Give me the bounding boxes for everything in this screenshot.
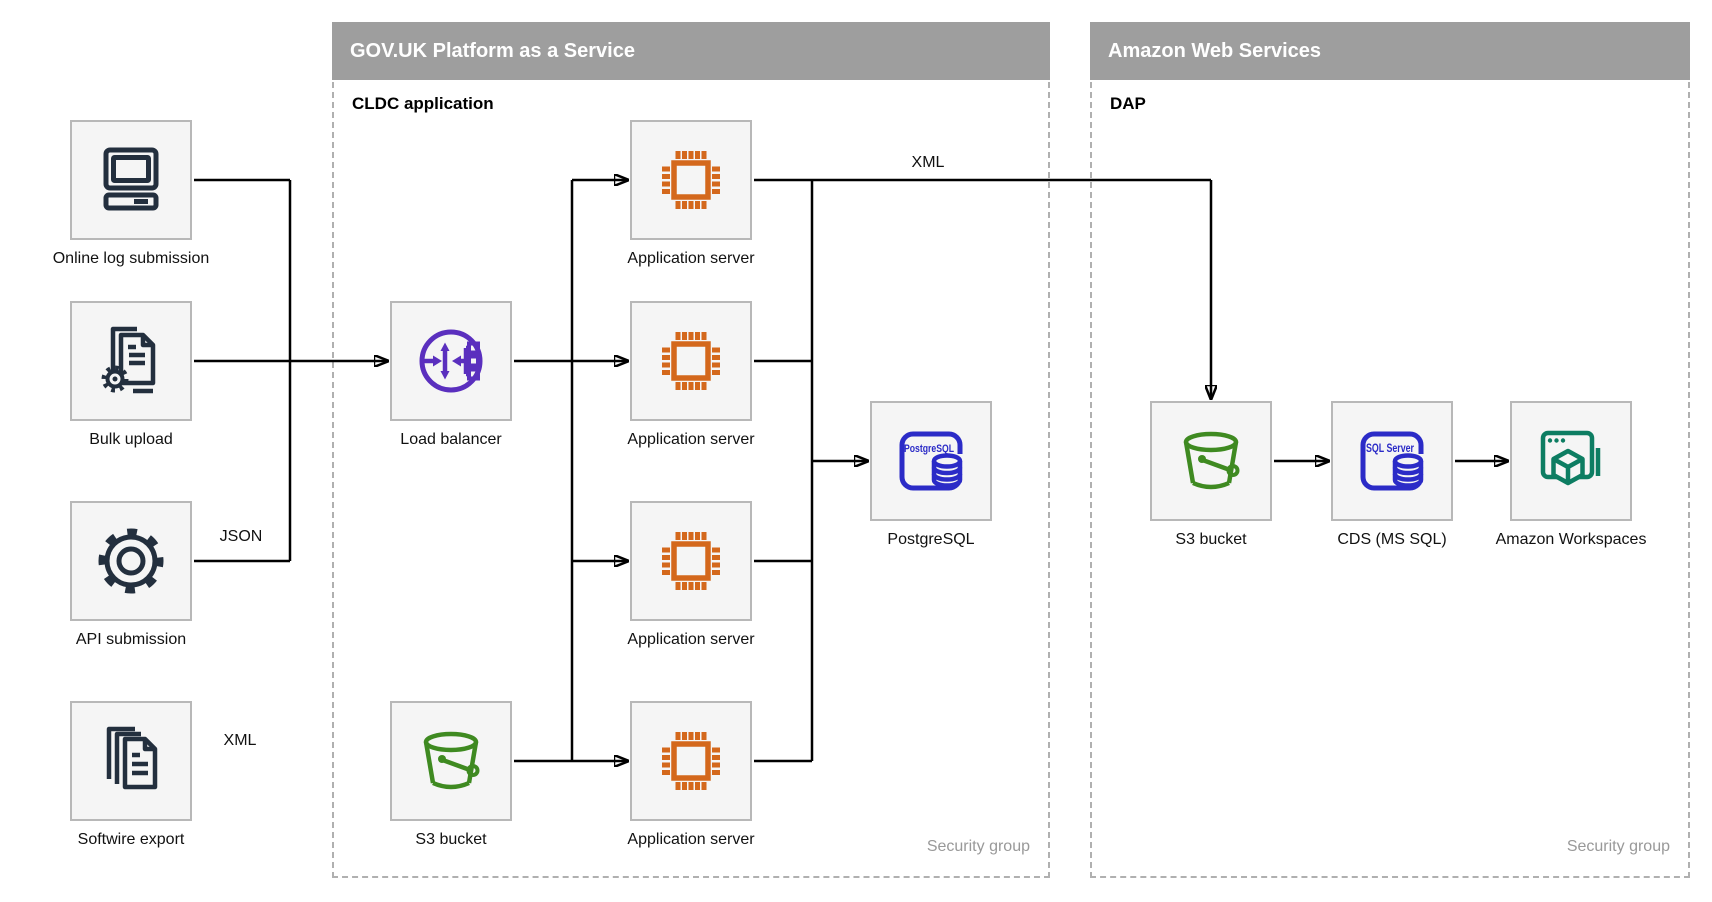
node-label: S3 bucket [415,831,487,848]
node-application-server-1: Application server [627,120,755,267]
node-label: Application server [627,831,755,848]
node-label: Softwire export [77,831,185,848]
edge-label-xml-top: XML [911,154,945,171]
node-api-submission: API submission [70,501,192,648]
node-box [390,701,512,821]
node-label: S3 bucket [1175,531,1247,548]
node-cds-ms-sql: SQL Server CDS (MS SQL) [1331,401,1453,548]
govuk-security-group-label: Security group [926,838,1030,855]
gear-icon [98,528,164,594]
node-label: Amazon Workspaces [1495,531,1647,548]
documents-stack-icon [106,726,158,790]
edge-label-xml-bottom: XML [223,732,257,749]
node-application-server-4: Application server [627,701,755,848]
node-application-server-3: Application server [627,501,755,648]
edge-label-json: JSON [219,528,263,545]
node-box [1150,401,1272,521]
sql-server-database-icon: SQL Server [1360,431,1424,491]
node-box: PostgreSQL [870,401,992,521]
node-box [70,120,192,240]
node-s3-bucket-govuk: S3 bucket [390,701,512,848]
node-box [630,301,752,421]
s3-bucket-icon [1183,431,1240,490]
govuk-paas-container: GOV.UK Platform as a Service CLDC applic… [332,22,1050,878]
postgresql-icon-text: PostgreSQL [904,443,954,455]
workspaces-icon [1540,430,1601,486]
node-box [630,501,752,621]
node-box [390,301,512,421]
sql-server-icon-text: SQL Server [1366,441,1414,455]
node-s3-bucket-aws: S3 bucket [1150,401,1272,548]
chip-icon [662,332,720,390]
aws-container: Amazon Web Services DAP Security group [1090,22,1690,878]
node-postgresql: PostgreSQL PostgreSQL [870,401,992,548]
node-box: SQL Server [1331,401,1453,521]
node-online-log-submission: Online log submission [53,120,209,267]
chip-icon [662,532,720,590]
desktop-computer-icon [103,147,159,211]
node-load-balancer: Load balancer [390,301,512,448]
s3-bucket-icon [423,731,480,790]
node-box [630,701,752,821]
dap-label: DAP [1110,94,1146,113]
aws-header: Amazon Web Services [1090,22,1690,80]
node-label: Application server [627,250,755,267]
node-box [70,301,192,421]
node-label: Online log submission [52,250,210,267]
postgresql-database-icon: PostgreSQL [899,431,963,491]
node-label: PostgreSQL [887,531,975,548]
node-label: Bulk upload [89,431,173,448]
node-label: Load balancer [400,431,502,448]
chip-icon [662,732,720,790]
node-label: API submission [75,631,187,648]
node-box [630,120,752,240]
node-label: CDS (MS SQL) [1337,531,1447,548]
node-application-server-2: Application server [627,301,755,448]
node-label: Application server [627,431,755,448]
node-softwire-export: Softwire export [70,701,192,848]
cldc-application-label: CLDC application [352,94,494,113]
node-bulk-upload: Bulk upload [70,301,192,448]
node-box [70,501,192,621]
node-amazon-workspaces: Amazon Workspaces [1496,401,1646,548]
node-label: Application server [627,631,755,648]
chip-icon [662,151,720,209]
govuk-paas-header: GOV.UK Platform as a Service [332,22,1050,80]
aws-security-group-label: Security group [1566,838,1670,855]
node-box [70,701,192,821]
document-gear-icon [101,326,156,394]
load-balancer-icon [419,329,483,393]
node-box [1510,401,1632,521]
